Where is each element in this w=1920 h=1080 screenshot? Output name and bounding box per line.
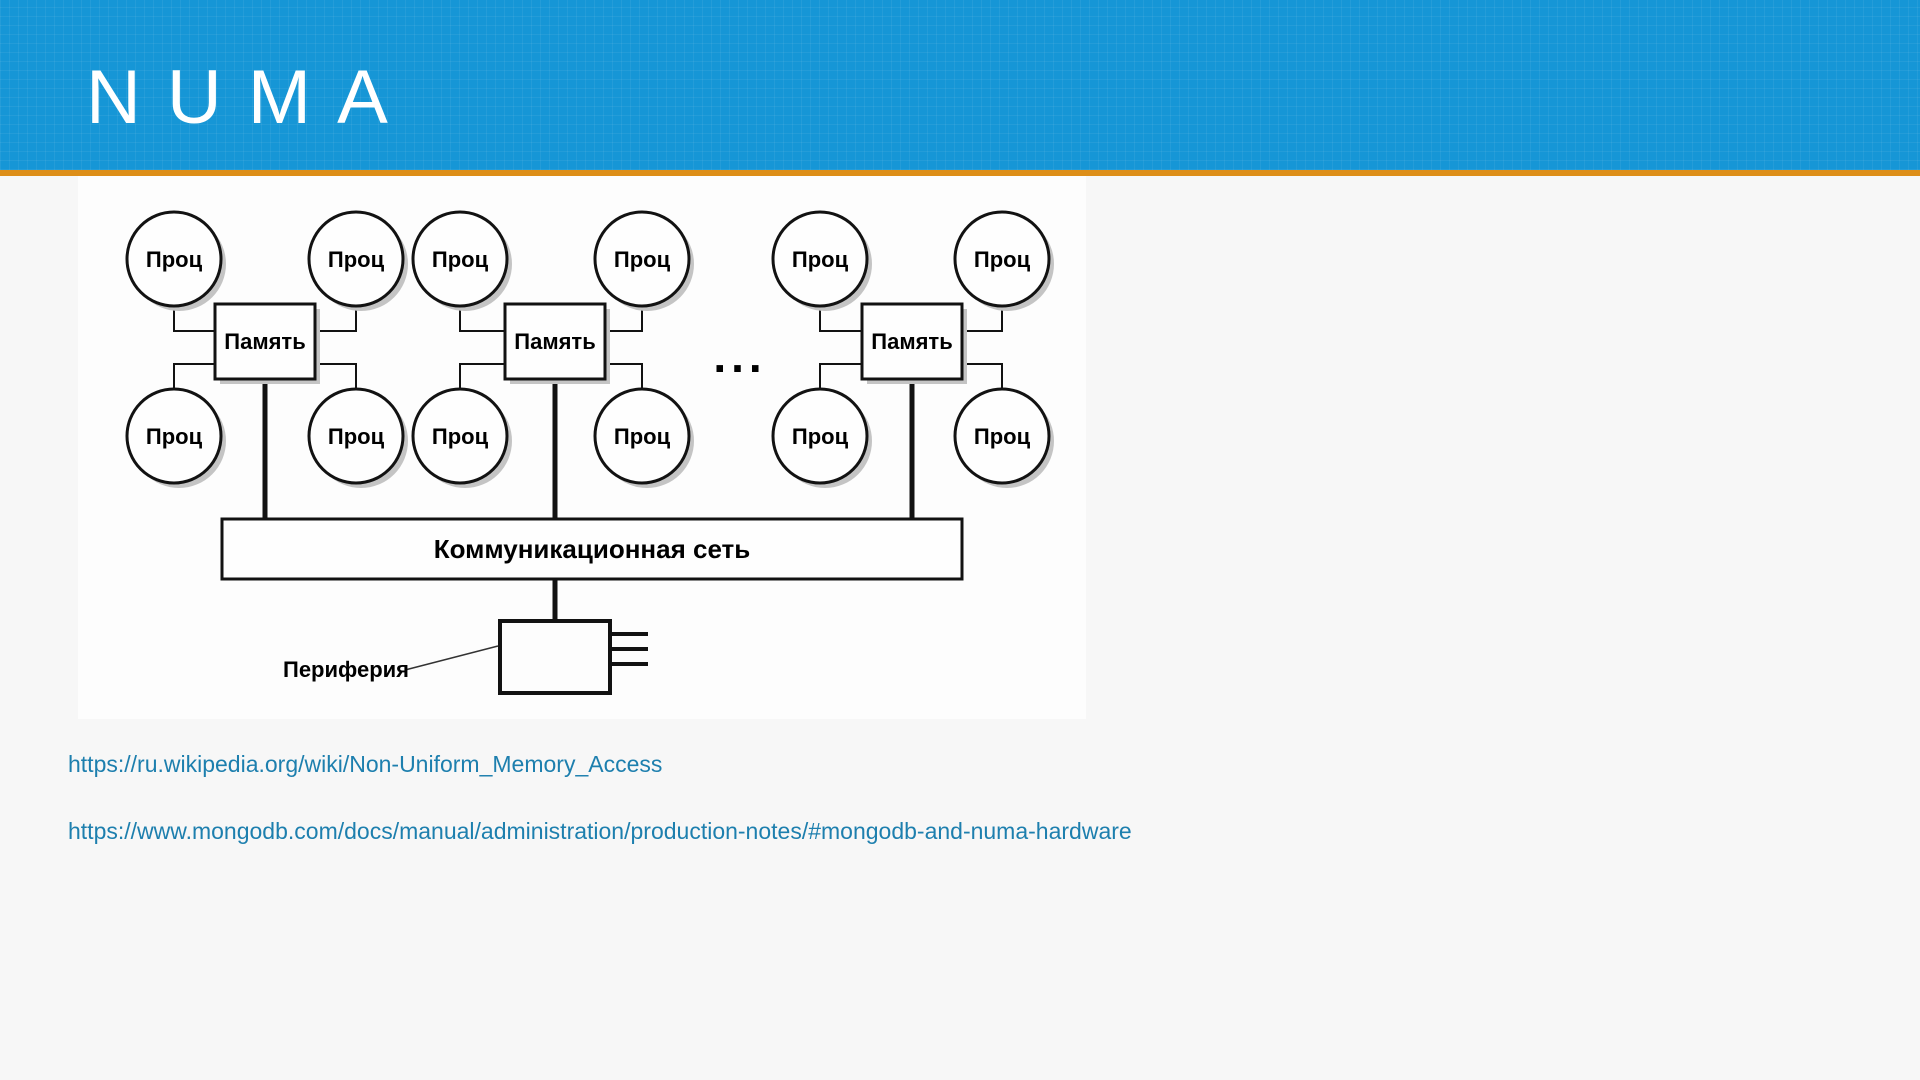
wire — [959, 363, 1003, 390]
numa-diagram-image: Проц Проц Проц Проц Память — [78, 176, 1086, 719]
processor-label: Проц — [432, 424, 489, 449]
accent-bar — [0, 170, 1920, 176]
numa-architecture-svg: Проц Проц Проц Проц Память — [125, 210, 1054, 695]
processor-label: Проц — [146, 424, 203, 449]
peripheral-label: Периферия — [283, 657, 409, 682]
processor-circle — [411, 210, 509, 308]
processor-label: Проц — [614, 247, 671, 272]
wire — [819, 363, 865, 390]
ellipsis-dots: ... — [713, 330, 766, 382]
processor-label: Проц — [792, 424, 849, 449]
processor-label: Проц — [614, 424, 671, 449]
processor-label: Проц — [328, 424, 385, 449]
wire — [459, 304, 508, 332]
processor-circle — [593, 387, 691, 485]
wire — [459, 363, 508, 390]
peripheral-box — [498, 619, 612, 695]
memory-box — [213, 302, 317, 381]
processor-label: Проц — [792, 247, 849, 272]
processor-circle — [593, 210, 691, 308]
processor-circle — [307, 387, 405, 485]
memory-label: Память — [224, 329, 305, 354]
processor-circle — [771, 210, 869, 308]
processor-cluster-1: Проц Проц Проц Проц Память — [125, 210, 408, 522]
peripheral-pointer-line — [404, 645, 499, 671]
processor-circle — [953, 210, 1051, 308]
processor-circle — [771, 387, 869, 485]
processor-cluster-3: Проц Проц Проц Проц Память — [771, 210, 1054, 522]
processor-cluster-2: Проц Проц Проц Проц Память — [411, 210, 694, 522]
processor-label: Проц — [974, 247, 1031, 272]
wire — [602, 304, 643, 332]
wire — [602, 363, 643, 390]
processor-label: Проц — [328, 247, 385, 272]
memory-label: Память — [871, 329, 952, 354]
processor-circle — [125, 387, 223, 485]
processor-label: Проц — [432, 247, 489, 272]
network-label: Коммуникационная сеть — [434, 534, 751, 564]
wire — [173, 363, 218, 390]
network-box — [220, 517, 964, 581]
wikipedia-numa-link[interactable]: https://ru.wikipedia.org/wiki/Non-Unifor… — [68, 751, 663, 777]
slide-header: NUMA — [0, 0, 1920, 170]
slide-body: Проц Проц Проц Проц Память — [0, 176, 1920, 845]
memory-box — [503, 302, 607, 381]
memory-box — [860, 302, 964, 381]
wire — [173, 304, 218, 332]
processor-label: Проц — [146, 247, 203, 272]
peripheral: Периферия — [283, 579, 648, 695]
wire — [819, 304, 865, 332]
communication-network: Коммуникационная сеть — [220, 517, 964, 581]
wire — [959, 304, 1003, 332]
mongodb-docs-link[interactable]: https://www.mongodb.com/docs/manual/admi… — [68, 818, 1132, 844]
processor-circle — [411, 387, 509, 485]
processor-circle — [953, 387, 1051, 485]
processor-label: Проц — [974, 424, 1031, 449]
wire — [312, 304, 357, 332]
page-title: NUMA — [86, 55, 414, 140]
memory-label: Память — [514, 329, 595, 354]
processor-circle — [125, 210, 223, 308]
wire — [312, 363, 357, 390]
processor-circle — [307, 210, 405, 308]
